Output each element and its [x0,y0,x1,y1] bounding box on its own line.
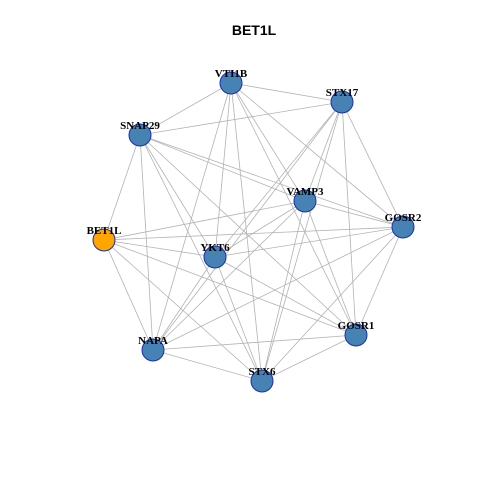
node-label-vamp3: VAMP3 [286,186,324,198]
edge-bet1l-ykt6 [103,239,216,258]
edge-gosr2-stx6 [261,226,404,382]
edge-vamp3-ykt6 [214,200,306,258]
edge-vamp3-napa [152,200,306,351]
edge-snap29-ykt6 [139,134,216,258]
edge-stx17-ykt6 [214,101,343,258]
node-label-stx17: STX17 [326,87,359,99]
edge-vti1b-gosr2 [230,82,404,228]
node-label-ykt6: YKT6 [200,242,230,254]
edge-ykt6-napa [152,256,216,351]
edge-vti1b-stx6 [230,82,263,382]
edge-snap29-bet1l [103,134,141,241]
edge-gosr2-gosr1 [355,226,404,336]
edge-stx17-stx6 [261,101,343,382]
edge-stx17-gosr1 [341,101,357,336]
edge-snap29-gosr2 [139,134,404,228]
edge-stx17-gosr2 [341,101,404,228]
edge-stx17-napa [152,101,343,351]
node-gosr2 [391,215,415,239]
edge-snap29-vamp3 [139,134,306,202]
edge-gosr2-napa [152,226,404,351]
edge-snap29-napa [139,134,154,351]
edge-stx17-snap29 [139,101,343,136]
edge-stx17-vamp3 [304,101,343,202]
node-label-stx6: STX6 [249,366,276,378]
node-stx6 [250,369,274,393]
edge-bet1l-stx6 [103,239,263,382]
edge-snap29-gosr1 [139,134,357,336]
edge-vti1b-ykt6 [214,82,232,258]
edge-vamp3-bet1l [103,200,306,241]
edge-vamp3-stx6 [261,200,306,382]
edge-napa-stx6 [152,349,263,382]
node-label-napa: NAPA [138,335,168,347]
node-vamp3 [293,189,317,213]
edge-bet1l-napa [103,239,154,351]
node-label-gosr2: GOSR2 [385,212,422,224]
graph-title: BET1L [232,22,277,38]
edge-bet1l-gosr1 [103,239,357,336]
edge-vti1b-stx17 [230,82,343,103]
node-snap29 [128,123,152,147]
edge-vti1b-napa [152,82,232,351]
edge-layer [103,82,404,382]
node-napa [141,338,165,362]
edge-vamp3-gosr1 [304,200,357,336]
edge-vti1b-vamp3 [230,82,306,202]
edge-ykt6-gosr1 [214,256,357,336]
edge-gosr2-ykt6 [214,226,404,258]
node-layer [92,71,415,393]
edge-vamp3-gosr2 [304,200,404,228]
node-gosr1 [344,323,368,347]
edge-gosr1-napa [152,334,357,351]
node-stx17 [330,90,354,114]
edge-ykt6-stx6 [214,256,263,382]
node-label-bet1l: BET1L [87,225,122,237]
node-label-gosr1: GOSR1 [338,320,375,332]
node-vti1b [219,71,243,95]
edge-vti1b-gosr1 [230,82,357,336]
node-label-snap29: SNAP29 [120,120,160,132]
node-ykt6 [203,245,227,269]
edge-gosr1-stx6 [261,334,357,382]
edge-snap29-stx6 [139,134,263,382]
edge-gosr2-bet1l [103,226,404,241]
node-label-vti1b: VTI1B [215,68,248,80]
node-bet1l [92,228,116,252]
edge-vti1b-snap29 [139,82,232,136]
